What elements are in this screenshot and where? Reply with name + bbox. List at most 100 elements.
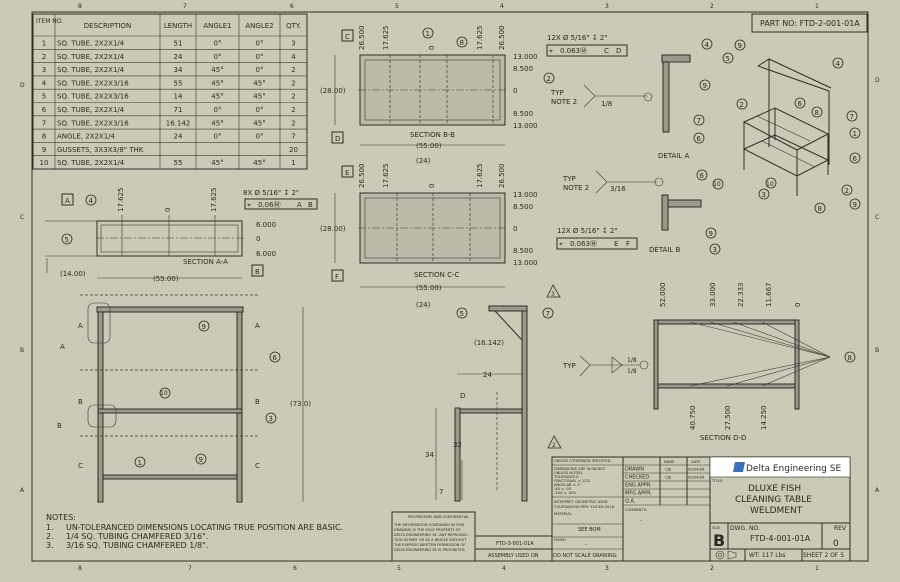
bom-cell: 51: [174, 40, 183, 48]
bom-header: ANGLE2: [245, 22, 273, 30]
approval-name: CBJ: [665, 468, 671, 472]
weld-size: 3/16: [610, 185, 626, 193]
zone-col: 6: [290, 3, 294, 10]
bom-header: DESCRIPTION: [84, 22, 131, 30]
finish-value: -: [585, 542, 587, 548]
bom-cell: 6: [42, 106, 47, 114]
datum-b: B: [255, 268, 260, 276]
bom-cell: 7: [291, 133, 295, 141]
dim-label: 6.000: [256, 250, 276, 258]
weight: WT: 117 Lbs: [749, 552, 786, 559]
balloon-circle: [849, 127, 861, 139]
datum-f: F: [335, 273, 339, 281]
approval-date: 03/04/26: [688, 476, 705, 480]
balloon-circle: [722, 52, 734, 64]
third-angle-projection-icon: [715, 550, 737, 560]
front-view: (73.0) A A B B C C A B 9 6 10 3 1 9: [57, 294, 311, 503]
revision: 0: [833, 539, 839, 549]
datum-d: D: [335, 135, 340, 143]
bom-cell: SQ. TUBE, 2X2X1/4: [57, 53, 125, 61]
balloon: 9: [709, 230, 713, 238]
dim-label: 0: [513, 225, 517, 233]
fcf-symbol: ⌖: [247, 201, 251, 209]
bom-cell: SQ. TUBE, 2X2X1/4: [57, 40, 125, 48]
title-block: PROPRIETARY AND CONFIDENTIAL THE INFORMA…: [391, 456, 851, 562]
bom-cell: GUSSETS, 3X3X3/8" THK: [57, 146, 144, 154]
zone-col: 1: [815, 565, 819, 572]
zone-col: 5: [397, 565, 401, 572]
dim-label: (28.00): [320, 87, 346, 95]
balloon: 9: [199, 456, 203, 464]
section-arrow-label: A: [255, 322, 260, 330]
balloon: 3: [713, 246, 717, 254]
balloon: 6: [273, 354, 278, 362]
zone-row: D: [875, 77, 880, 84]
balloon: 9: [738, 42, 742, 50]
sheet-number: SHEET 2 OF 5: [803, 552, 844, 559]
approval-label: DRAWN: [625, 467, 644, 473]
note-flag: 3: [551, 291, 555, 298]
section-arrow-label: C: [78, 462, 83, 470]
approval-name: CBJ: [665, 476, 671, 480]
balloon-circle: [811, 106, 823, 118]
dim-label: 22.333: [737, 283, 745, 308]
dim-label: 17.625: [117, 188, 125, 213]
bom-cell: 20: [289, 146, 298, 154]
balloon-circle: [794, 97, 806, 109]
dim-label: (55.00): [416, 142, 442, 150]
zone-col: 1: [815, 3, 819, 10]
weld-text: NOTE 2: [563, 184, 589, 192]
bom-cell: 45°: [211, 93, 223, 101]
zone-row: C: [20, 214, 24, 221]
fcf-datum: D: [616, 47, 621, 55]
balloon-circle: [849, 198, 861, 210]
bom-cell: 45°: [253, 119, 265, 127]
bom-cell: 71: [174, 106, 183, 114]
proprietary-text: TION IN PART OR AS A WHOLE WITHOUT: [393, 538, 467, 542]
hole-callout: 12X Ø 5/16" ↧ 2": [547, 34, 608, 42]
dim-label: 33.000: [709, 283, 717, 308]
zone-col: 7: [183, 3, 187, 10]
bom-header: ANGLE1: [203, 22, 231, 30]
bom-cell: SQ. TUBE, 2X2X1/4: [57, 159, 125, 167]
gdt-text: INTERPRET GEOMETRIC ASME: [554, 500, 608, 504]
dim-label: (24): [416, 157, 431, 165]
dim-label: 34: [425, 451, 434, 459]
section-arrow-label: C: [255, 462, 260, 470]
balloon: 8: [818, 205, 822, 213]
approvals-header: NAME: [664, 460, 675, 464]
dim-label: 13.000: [513, 122, 538, 130]
dim-label: 0: [428, 184, 436, 188]
next-assembly: FTD-3-001-01A: [496, 541, 534, 547]
balloon: 3: [762, 191, 766, 199]
section-d-d: 52.000 33.000 22.333 11.667 0 40.750 27.…: [562, 283, 856, 442]
balloon: 2: [547, 75, 551, 83]
datum-a: A: [65, 197, 70, 205]
dim-label: 14.250: [760, 406, 768, 431]
proprietary-text: DRAWING IS THE SOLE PROPERTY OF: [394, 528, 461, 532]
balloon-circle: [765, 177, 777, 189]
zone-col: 4: [500, 3, 504, 10]
zone-col: 5: [395, 3, 399, 10]
bom-cell: 24: [174, 133, 183, 141]
fcf-datum: C: [604, 47, 609, 55]
bom-cell: 0°: [256, 40, 264, 48]
dim-label: 27.500: [724, 406, 732, 431]
dim-label: 17.625: [476, 26, 484, 51]
bom-cell: 2: [291, 93, 295, 101]
balloon-circle: [832, 57, 844, 69]
weld-text: TYP: [550, 89, 564, 97]
finish-label: FINISH: [554, 538, 566, 542]
weld-text: TYP: [562, 175, 576, 183]
zone-col: 2: [710, 3, 714, 10]
balloon: 2: [740, 101, 744, 109]
tolerance-text: UNLESS NOTED.: [554, 471, 583, 475]
balloon: 6: [798, 100, 803, 108]
balloon-circle: [846, 110, 858, 122]
do-not-scale-note: DO NOT SCALE DRAWING: [553, 553, 617, 559]
balloon: 4: [89, 197, 94, 205]
bom-cell: SQ. TUBE, 2X2X1/4: [57, 66, 125, 74]
bom-cell: 16.142: [166, 119, 191, 127]
